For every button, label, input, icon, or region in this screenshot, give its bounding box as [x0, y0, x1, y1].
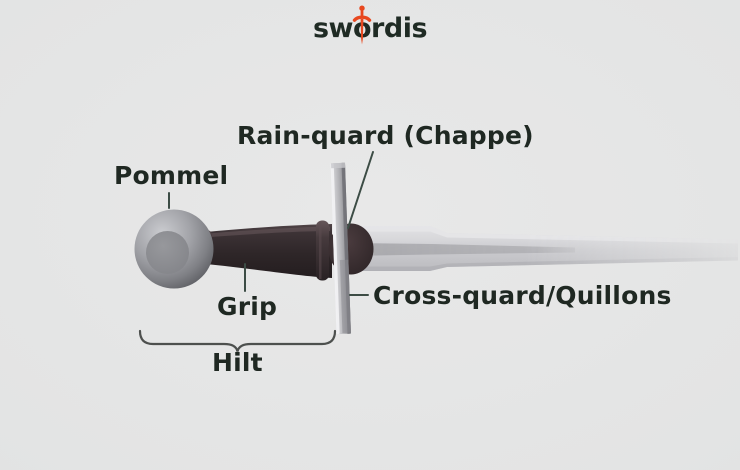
blade-shape	[348, 226, 738, 271]
label-pommel: Pommel	[114, 161, 229, 190]
label-hilt: Hilt	[212, 348, 263, 377]
label-grip: Grip	[217, 292, 278, 321]
logo-text-suffix: rdis	[371, 13, 428, 44]
logo-text-prefix: sw	[312, 13, 354, 44]
cross-guard-shape	[330, 162, 351, 335]
pommel-shape	[134, 209, 214, 289]
logo-letter-o: o	[352, 5, 372, 45]
label-cross-guard: Cross-quard/Quillons	[373, 281, 672, 310]
grip-shape	[201, 220, 332, 281]
hilt-brace	[138, 329, 337, 352]
logo: sw o rdis	[0, 5, 740, 45]
label-rain-guard: Rain-quard (Chappe)	[237, 121, 534, 150]
sword-icon	[352, 5, 372, 45]
rain-guard-leader-line	[347, 151, 374, 229]
